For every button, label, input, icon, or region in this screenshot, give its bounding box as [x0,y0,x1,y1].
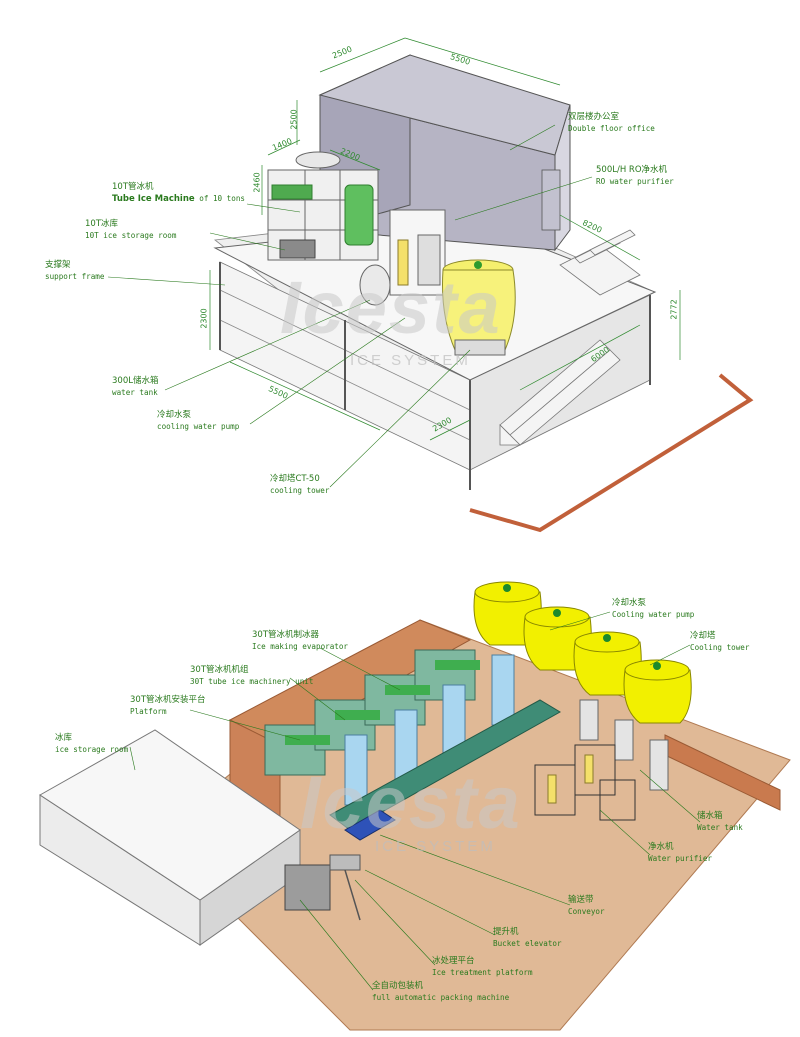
label-cooling-water-pump-top: 冷却水泵 cooling water pump [157,410,240,431]
label-water-tank-top: 300L储水箱 water tank [112,376,159,397]
label-double-floor-office: 双层楼办公室 Double floor office [568,112,655,133]
label-support-frame: 支撑架 support frame [45,260,105,281]
dim-machine-height: 2460 [252,172,262,193]
label-tube-ice-machine: 10T管冰机 Tube Ice Machine of 10 tons [112,182,245,204]
label-water-tank-bottom: 储水箱 Water tank [697,811,743,832]
top-diagram [107,37,754,533]
water-tanks [579,699,669,791]
watermark-brand-top: Icesta [280,266,502,349]
stairs-lower [499,339,621,446]
watermark-brand-bottom: Icesta [300,761,522,844]
label-conveyor: 输送带 Conveyor [568,895,605,916]
label-packing-machine: 全自动包装机 full automatic packing machine [372,981,510,1002]
label-cooling-tower-bottom: 冷却塔 Cooling tower [690,631,750,652]
top-dimension-lines [209,37,681,441]
dim-office-height: 2500 [289,109,299,130]
cooling-tower-ct50 [442,259,516,356]
dim-frame-height: 2300 [199,308,209,329]
label-water-purifier: 净水机 Water purifier [648,842,713,863]
label-platform: 30T管冰机安装平台 Platform [130,695,206,716]
label-ro-water-purifier: 500L/H RO净水机 RO water purifier [596,165,674,186]
cold-room-top [39,729,301,901]
label-ice-storage-room-top: 10T冰库 10T ice storage room [85,219,177,240]
machine-platform [329,699,561,831]
stairs-upper [559,229,641,296]
label-machinery-unit: 30T管冰机机组 30T tube ice machinery unit [190,665,314,686]
water-purifiers [534,744,636,821]
watermark-sub-top: ICE SYSTEM [350,352,471,369]
label-ice-making-evaporator: 30T管冰机制冰器 Ice making evaporator [252,630,349,651]
top-foundation [469,373,754,533]
label-bucket-elevator: 提升机 Bucket elevator [493,927,562,948]
ice-machine-vessel [295,151,341,169]
bottom-diagram [39,581,791,1031]
watermark-sub-bottom: ICE SYSTEM [375,838,496,855]
bottom-leader-lines [129,611,701,991]
conveyor-belt [344,809,396,841]
label-ice-treatment-platform: 冰处理平台 Ice treatment platform [432,956,533,977]
top-leader-lines [107,124,593,488]
label-ice-storage-room-bottom: 冰库 ice storage room [55,733,129,754]
packing-machine [284,864,331,911]
label-cooling-water-pump-bottom: 冷却水泵 Cooling water pump [612,598,695,619]
label-cooling-tower-top: 冷却塔CT-50 cooling tower [270,474,330,495]
dim-stair-height: 2772 [669,299,679,320]
cooling-towers [473,581,692,724]
